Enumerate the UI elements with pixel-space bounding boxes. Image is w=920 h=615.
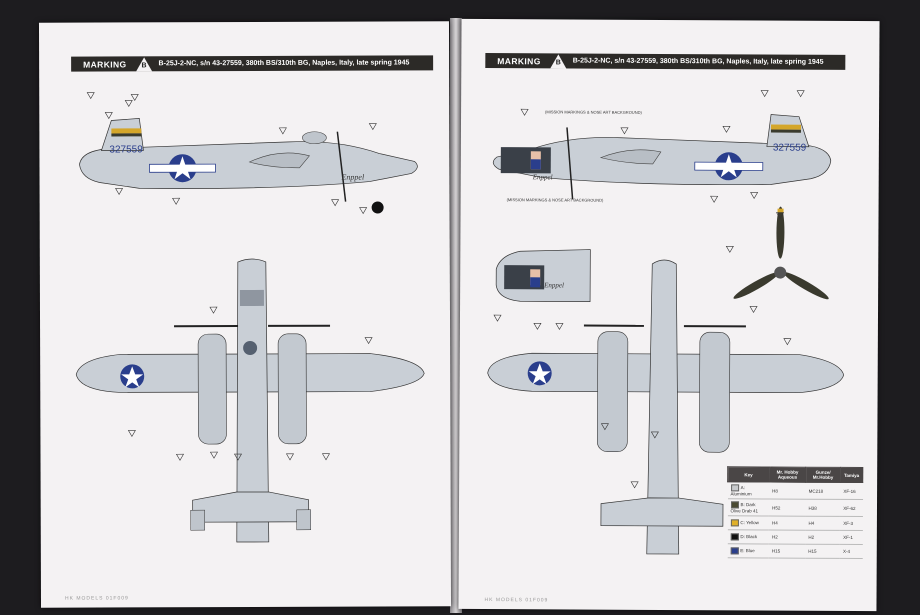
nose-note-top: (MISSION MARKINGS & NOSE ART BACKGROUND) [545,109,642,115]
tamiya-code: XF-3 [840,516,863,531]
svg-text:Enppel: Enppel [543,281,564,289]
paint-key-table: Key Mr. Hobby Aqueous Gunze/ Mr.Hobby Ta… [727,466,863,559]
aqueous-code: H2 [768,530,806,545]
tamiya-code: XF-1 [840,530,863,545]
color-key: C: Yellow [740,520,759,526]
gunze-code: H4 [805,516,841,531]
aqueous-code: H52 [769,499,806,517]
left-profile-drawings: 327559 Enppel [75,92,425,543]
side-profile: 327559 Enppel [79,117,418,214]
color-swatch [730,547,739,555]
gunze-code: H38 [805,499,841,517]
color-swatch [730,519,739,527]
nose-art-text: Enppel [532,173,553,181]
gunze-code: H15 [805,544,841,559]
aqueous-code: H4 [768,516,806,531]
table-row: E: Blue H15 H15 X-4 [727,543,863,559]
table-header: Key [727,466,770,483]
gunze-code: MC218 [805,482,841,500]
table-header: Gunze/ Mr.Hobby [805,467,841,483]
table-row: D: Black H2 H2 XF-1 [727,529,863,545]
bottom-view [487,259,845,555]
nose-art-text: Enppel [341,173,365,182]
tamiya-code: X-4 [840,544,863,559]
nose-detail: Enppel [495,249,591,302]
bottom-callout-markers [600,338,792,489]
tail-serial: 327559 [773,143,807,154]
gunze-code: H2 [805,530,841,545]
left-footer: HK MODELS 01F009 [64,595,129,602]
callout-markers [86,92,377,215]
right-footer: HK MODELS 01F009 [484,597,549,604]
propeller-detail [733,206,829,300]
side-profile: 327559 Enppel [492,114,832,200]
aqueous-code: H8 [769,482,806,500]
table-row: C: Yellow H4 H4 XF-3 [727,515,863,531]
left-page: MARKING B B-25J-2-NC, s/n 43-27559, 380t… [38,21,452,608]
callout-markers [493,90,805,331]
table-header: Tamiya [840,467,863,483]
color-key: D: Black [740,534,758,540]
table-header: Mr. Hobby Aqueous [769,467,806,483]
tail-serial: 327559 [109,144,143,155]
right-profile-drawings: 327559 Enppel (MISSION MARKINGS & NOSE A… [487,90,845,555]
color-swatch [730,501,739,509]
aqueous-code: H15 [768,544,806,559]
top-callout-markers [127,306,373,461]
tamiya-code: XF-62 [840,499,863,517]
table-row: A: Aluminium H8 MC218 XF-16 [727,481,863,500]
color-swatch [730,533,739,541]
nose-note-bottom: (MISSION MARKINGS & NOSE ART BACKGROUND) [507,197,604,203]
table-row: B: Dark Olive Drab 41 H52 H38 XF-62 [727,498,863,517]
color-key: E: Blue [740,548,755,554]
tamiya-code: XF-16 [840,482,863,500]
color-swatch [730,484,739,492]
top-view [75,258,425,543]
right-page: MARKING B B-25J-2-NC, s/n 43-27559, 380t… [458,18,880,612]
